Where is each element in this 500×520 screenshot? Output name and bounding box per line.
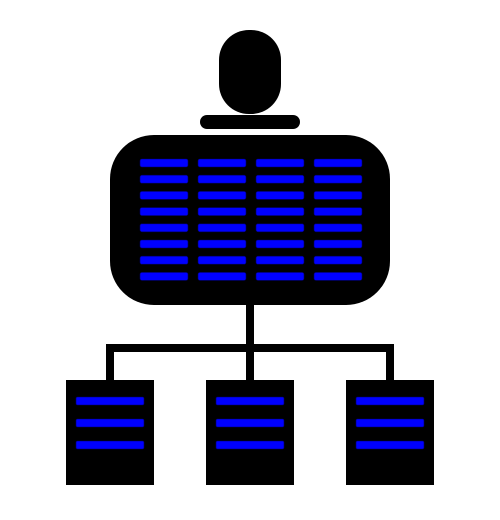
server-unit-bar — [215, 440, 285, 450]
main-panel-bar — [313, 158, 363, 168]
main-panel-bar — [139, 255, 189, 265]
main-panel-bar — [255, 191, 305, 200]
main-panel-bar — [139, 174, 189, 184]
server-unit-body — [206, 380, 294, 485]
main-panel-bar — [197, 174, 247, 184]
main-panel-bar — [139, 239, 189, 249]
main-panel-bar — [313, 207, 363, 216]
main-panel-bar — [139, 223, 189, 233]
main-panel-bar — [139, 191, 189, 200]
branch-right — [386, 344, 394, 380]
main-panel-bar — [313, 223, 363, 233]
main-panel-bar — [313, 174, 363, 184]
branch-line — [106, 344, 394, 352]
network-connectors — [106, 300, 394, 380]
server-unit-body — [346, 380, 434, 485]
main-server-panel — [110, 135, 390, 305]
main-panel-bar — [313, 272, 363, 281]
main-panel-bar — [313, 255, 363, 265]
branch-left — [106, 344, 114, 380]
trunk-line — [246, 300, 254, 380]
server-unit-bar — [75, 418, 145, 428]
server-unit-bar — [215, 418, 285, 428]
main-panel-bar — [255, 272, 305, 281]
main-panel-bar — [313, 191, 363, 200]
main-panel-bar — [197, 239, 247, 249]
server-unit-bar — [355, 418, 425, 428]
main-panel-bar — [255, 223, 305, 233]
server-unit — [346, 380, 434, 485]
main-panel-bar — [139, 272, 189, 281]
server-units — [66, 380, 434, 485]
person-icon — [200, 30, 300, 129]
main-panel-bar — [197, 207, 247, 216]
server-unit-bar — [75, 396, 145, 406]
main-panel-bar — [313, 239, 363, 249]
main-panel-bar — [197, 158, 247, 168]
person-shoulders — [200, 115, 300, 129]
server-unit — [66, 380, 154, 485]
server-unit-bar — [355, 396, 425, 406]
main-panel-bar — [197, 272, 247, 281]
main-panel-bar — [139, 158, 189, 168]
main-panel-bars — [139, 158, 363, 281]
main-panel-bar — [255, 174, 305, 184]
main-panel-bar — [255, 255, 305, 265]
main-panel-bar — [255, 207, 305, 216]
main-panel-bar — [255, 239, 305, 249]
server-unit — [206, 380, 294, 485]
main-panel-bar — [197, 191, 247, 200]
main-panel-bar — [255, 158, 305, 168]
main-panel-bar — [197, 255, 247, 265]
server-unit-bar — [355, 440, 425, 450]
server-unit-body — [66, 380, 154, 485]
person-head — [219, 30, 281, 114]
main-panel-bar — [139, 207, 189, 216]
main-panel-bar — [197, 223, 247, 233]
server-unit-bar — [75, 440, 145, 450]
server-unit-bar — [215, 396, 285, 406]
